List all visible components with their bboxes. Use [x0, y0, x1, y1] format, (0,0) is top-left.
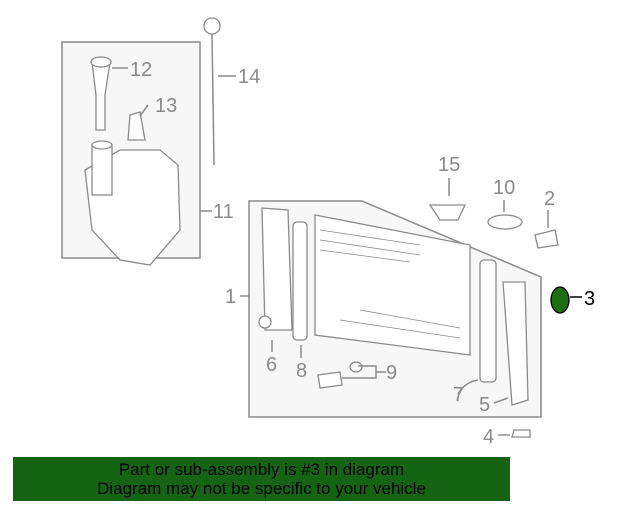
notice-line-2: Diagram may not be specific to your vehi…	[97, 479, 426, 498]
notice-banner: Part or sub-assembly is #3 in diagram Di…	[13, 457, 510, 501]
part-3-highlighted[interactable]	[550, 286, 570, 314]
callout-10[interactable]: 10	[493, 177, 515, 199]
callout-13[interactable]: 13	[155, 95, 177, 117]
callout-7[interactable]: 7	[453, 384, 464, 406]
callout-1[interactable]: 1	[225, 286, 236, 308]
o-ring[interactable]	[349, 361, 363, 373]
filler-neck[interactable]	[90, 56, 112, 131]
thermostat[interactable]	[428, 204, 467, 221]
callout-11[interactable]: 11	[213, 201, 234, 223]
callout-4[interactable]: 4	[483, 426, 494, 448]
notice-line-1: Part or sub-assembly is #3 in diagram	[118, 460, 405, 479]
callout-5[interactable]: 5	[479, 394, 490, 416]
callout-14[interactable]: 14	[238, 66, 260, 88]
callout-15[interactable]: 15	[438, 154, 460, 176]
radiator-cap[interactable]	[487, 214, 523, 230]
sensor[interactable]	[317, 371, 343, 389]
radiator-core[interactable]	[314, 214, 471, 356]
hose[interactable]	[127, 111, 146, 141]
callout-3[interactable]: 3	[584, 288, 595, 310]
washer-reservoir[interactable]	[84, 140, 181, 266]
callout-9[interactable]: 9	[386, 362, 397, 384]
core-grid	[319, 229, 461, 339]
callout-12[interactable]: 12	[130, 59, 152, 81]
seal-left[interactable]	[292, 221, 308, 341]
outlet	[258, 315, 272, 329]
radiator-tank-right[interactable]	[502, 281, 529, 406]
radiator-tank-left[interactable]	[261, 207, 293, 331]
callout-6[interactable]: 6	[266, 354, 277, 376]
drain-plug[interactable]	[511, 429, 531, 438]
dipstick[interactable]	[203, 17, 221, 166]
callout-8[interactable]: 8	[296, 360, 307, 382]
clip[interactable]	[534, 229, 559, 249]
callout-2[interactable]: 2	[544, 188, 555, 210]
seal-right[interactable]	[479, 259, 497, 383]
leader-lines	[112, 67, 582, 436]
